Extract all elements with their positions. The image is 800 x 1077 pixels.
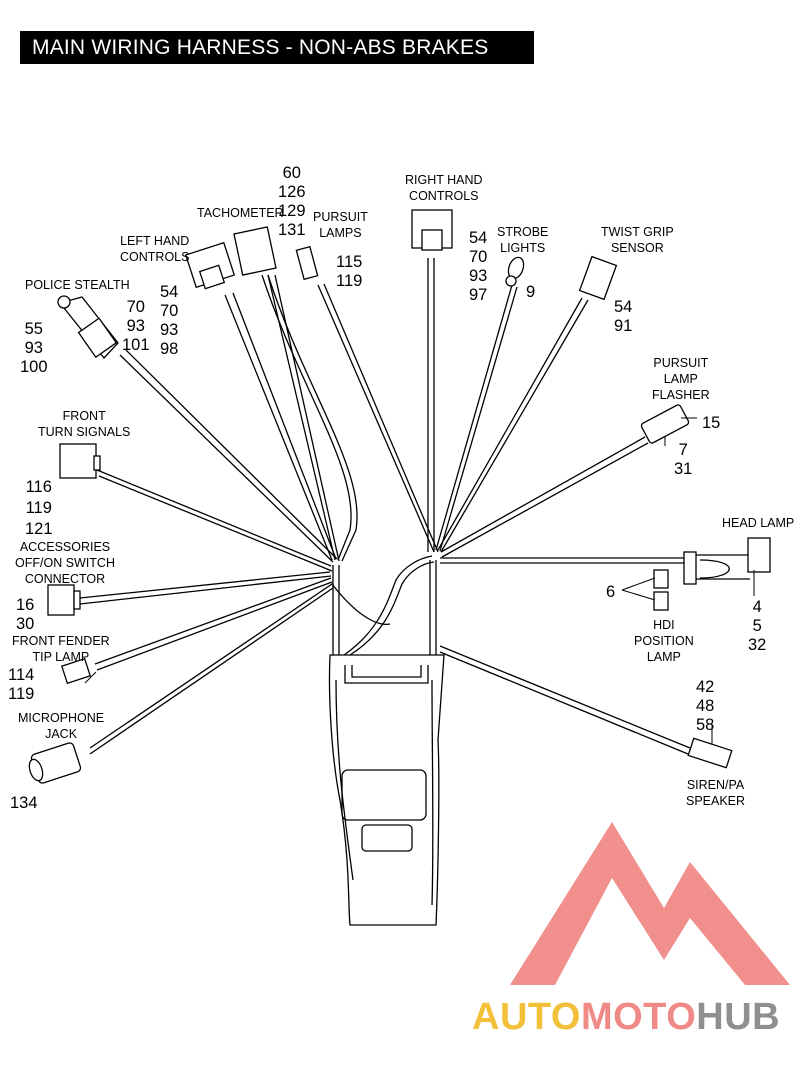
fuse-box-outline <box>341 769 427 821</box>
tachometer-connector <box>233 226 277 276</box>
siren-pa-speaker-label: SIREN/PA SPEAKER <box>686 778 746 808</box>
left-hand-controls-refs: 54 70 93 98 <box>160 283 179 358</box>
relay-outline <box>361 824 413 852</box>
hdi-position-lamp-label: HDI POSITION LAMP <box>634 618 694 664</box>
microphone-jack-connector <box>28 742 82 784</box>
twist-grip-sensor-connector <box>578 255 618 301</box>
twist-grip-sensor-refs: 54 91 <box>614 298 633 335</box>
right-hand-controls-refs: 54 70 93 97 <box>469 229 488 304</box>
left-hand-controls-label: LEFT HAND CONTROLS <box>120 234 190 264</box>
twist-grip-sensor-label: TWIST GRIP SENSOR <box>601 225 674 255</box>
front-turn-signals-label: FRONT TURN SIGNALS <box>38 409 131 439</box>
police-stealth-label: POLICE STEALTH <box>25 278 130 292</box>
pursuit-lamp-flasher-label: PURSUIT LAMP FLASHER <box>652 356 710 402</box>
watermark-moto: MOTO <box>580 996 697 1038</box>
head-lamp-label: HEAD LAMP <box>722 516 795 530</box>
strobe-lights-refs: 9 <box>526 283 536 301</box>
police-stealth-refs-right: 70 93 101 <box>122 298 150 354</box>
pursuit-lamps-refs: 115 119 <box>336 253 363 290</box>
front-fender-tip-lamp-connector <box>60 657 92 685</box>
left-hand-controls-connector <box>184 241 236 290</box>
front-fender-tip-lamp-refs: 114 119 <box>8 666 35 703</box>
watermark-logo <box>510 822 790 985</box>
page-title: MAIN WIRING HARNESS - NON-ABS BRAKES <box>20 31 534 64</box>
police-stealth-connector <box>57 295 119 359</box>
right-hand-controls-label: RIGHT HAND CONTROLS <box>405 173 483 203</box>
strobe-lights-label: STROBE LIGHTS <box>497 225 549 255</box>
front-turn-signals-connector <box>59 443 101 479</box>
accessories-switch-connector <box>47 584 81 616</box>
head-lamp-refs: 4 5 32 <box>748 598 767 654</box>
pursuit-lamp-flasher-connector <box>640 404 690 444</box>
pursuit-lamps-connector <box>295 245 319 281</box>
front-turn-signals-refs: 116 119 121 <box>25 478 53 538</box>
watermark-hub: HUB <box>696 996 781 1038</box>
siren-pa-speaker-refs: 42 48 58 <box>696 678 715 734</box>
head-lamp-connector <box>683 537 771 585</box>
front-fender-tip-lamp-label: FRONT FENDER TIP LAMP <box>12 634 110 664</box>
pursuit-lamps-label: PURSUIT LAMPS <box>313 210 368 240</box>
watermark-text: AUTOMOTOHUB <box>472 996 780 1039</box>
microphone-jack-refs: 134 <box>10 794 38 812</box>
tachometer-refs: 60 126 129 131 <box>278 164 306 239</box>
pursuit-lamp-flasher-refs-right: 15 <box>702 414 721 432</box>
police-stealth-refs-left: 55 93 100 <box>20 320 48 376</box>
accessories-switch-label: ACCESSORIES OFF/ON SWITCH CONNECTOR <box>15 540 115 586</box>
siren-pa-speaker-connector <box>687 737 733 769</box>
harness-backbone <box>328 654 445 926</box>
microphone-jack-label: MICROPHONE JACK <box>18 711 105 741</box>
right-hand-controls-connector <box>411 209 453 251</box>
pursuit-lamp-flasher-refs-below: 7 31 <box>674 441 693 478</box>
hdi-position-lamp-connector <box>653 569 669 611</box>
hdi-position-lamp-refs: 6 <box>606 583 616 601</box>
strobe-lights-connector <box>505 256 525 287</box>
watermark-auto: AUTO <box>472 996 581 1038</box>
accessories-switch-refs: 16 30 <box>16 596 35 633</box>
tachometer-label: TACHOMETER <box>197 206 284 220</box>
